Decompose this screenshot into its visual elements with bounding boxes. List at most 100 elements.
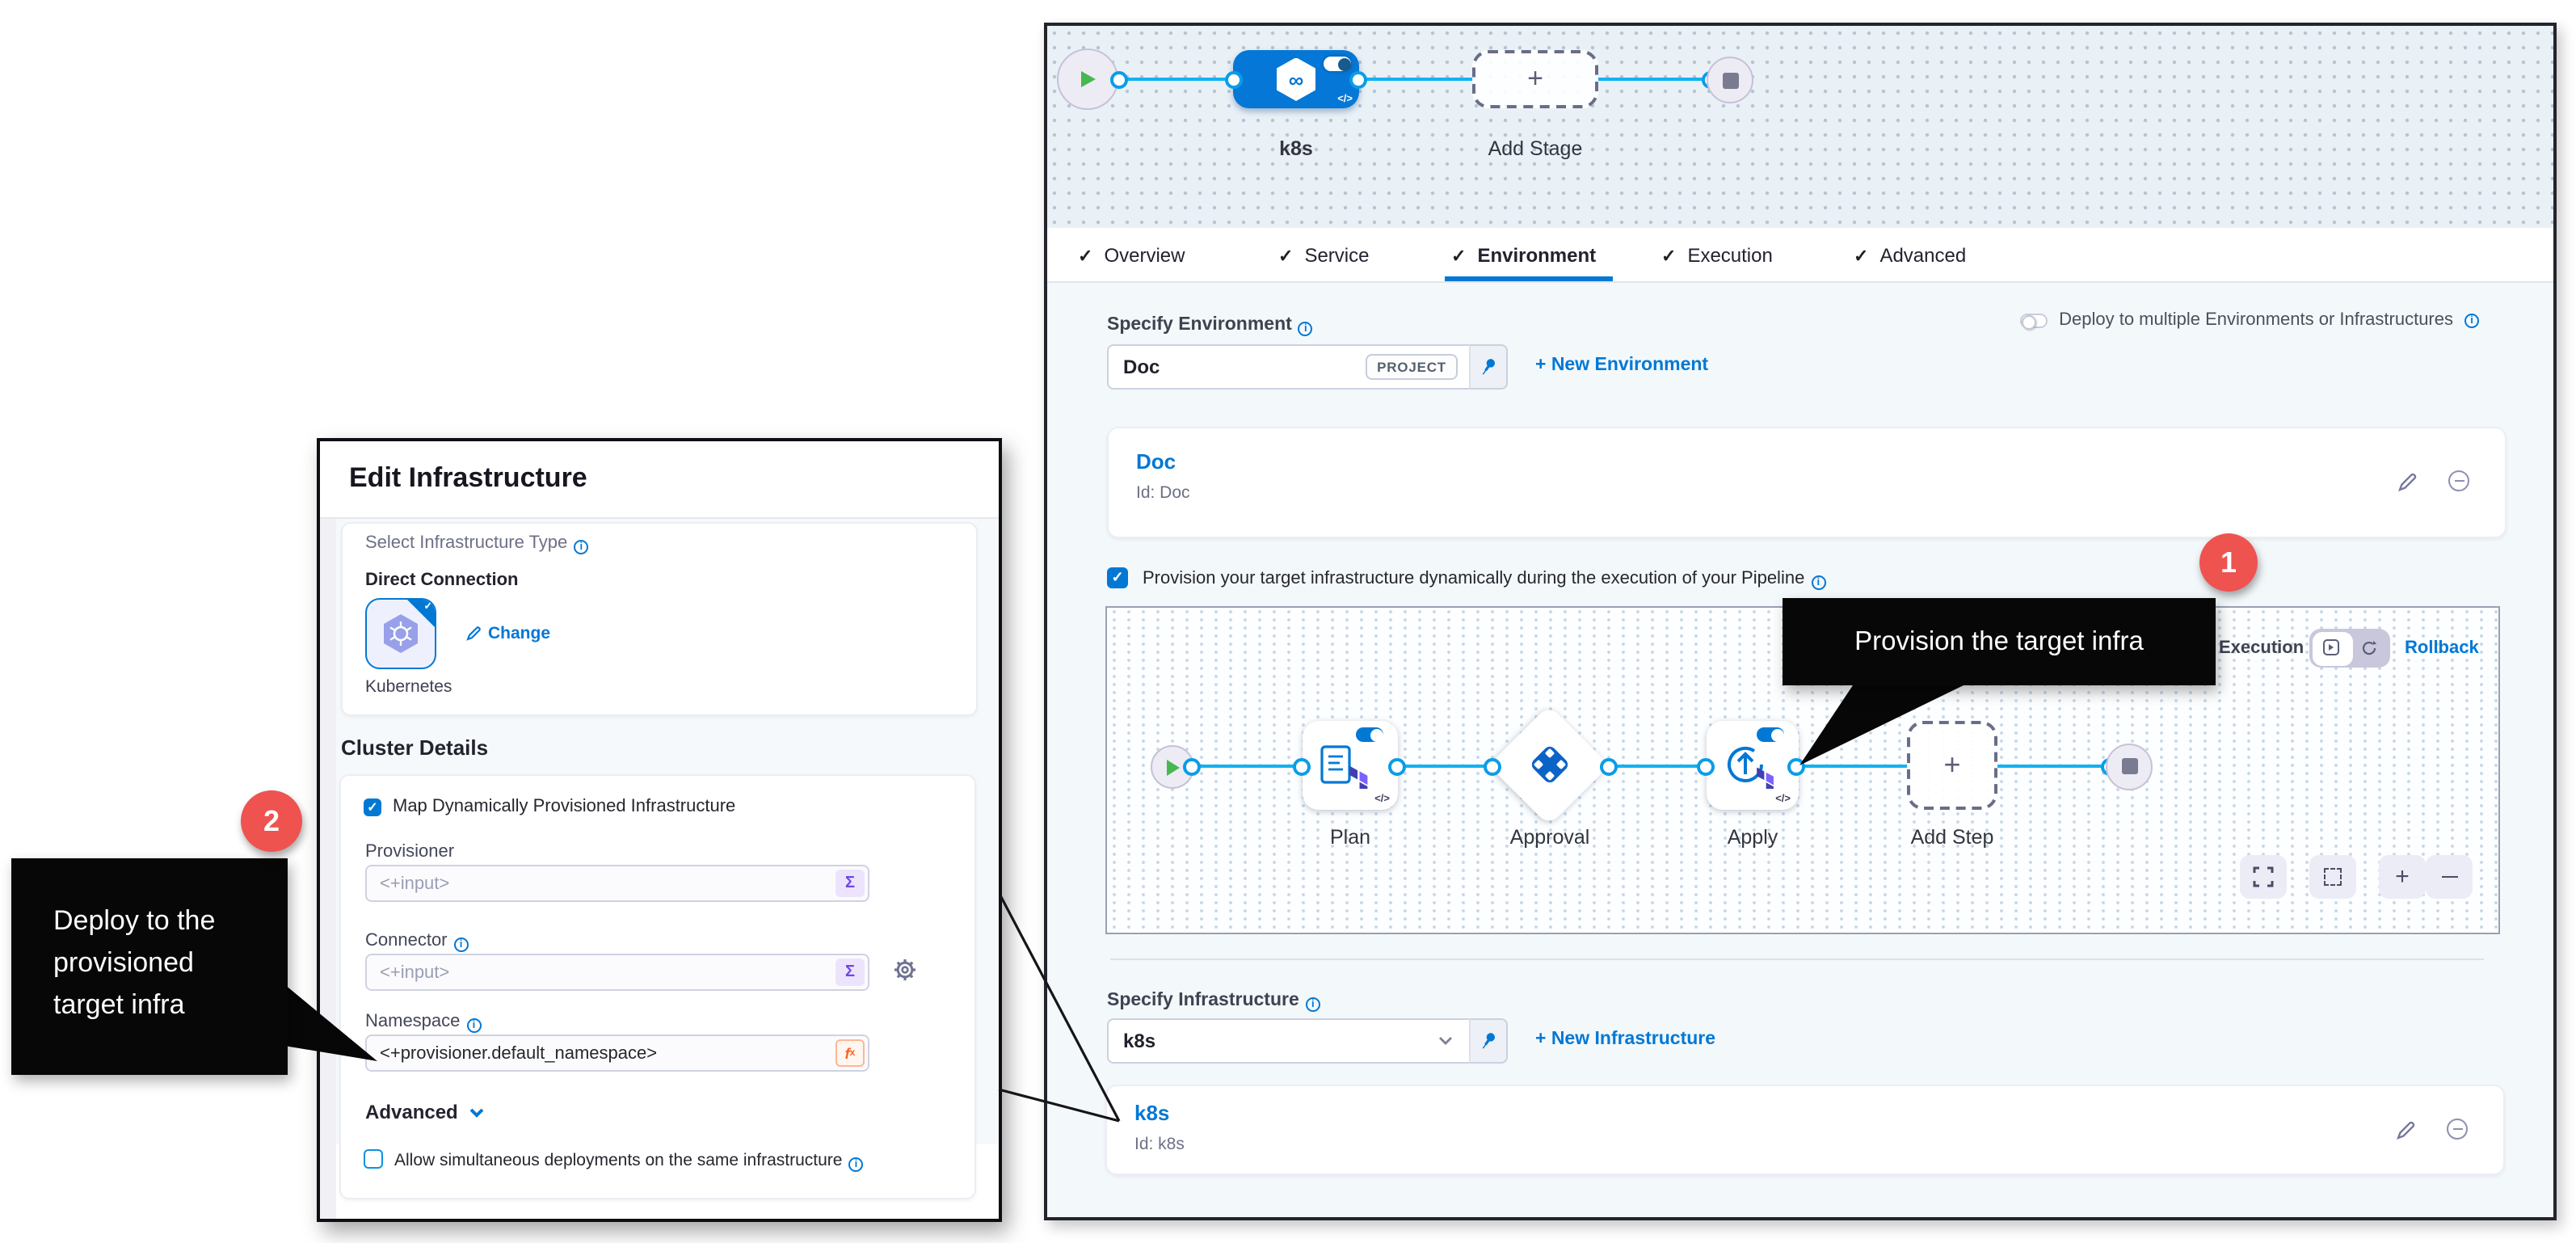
namespace-input[interactable]: <+provisioner.default_namespace> — [365, 1034, 869, 1072]
provisioner-execution-graph[interactable]: Execution Rollback — [1105, 606, 2500, 934]
gear-icon[interactable] — [894, 959, 916, 981]
port-icon[interactable] — [1110, 70, 1128, 88]
step-toggle[interactable] — [1356, 727, 1383, 742]
map-dynamic-infra-checkbox[interactable] — [364, 798, 381, 816]
info-icon[interactable] — [1811, 575, 1826, 590]
port-icon[interactable] — [1349, 70, 1367, 88]
environment-tab-content: Specify Environment Deploy to multiple E… — [1047, 283, 2553, 1217]
multi-env-toggle-label: Deploy to multiple Environments or Infra… — [2059, 310, 2453, 330]
change-infra-type-button[interactable]: Change — [465, 624, 550, 643]
direct-connection-label: Direct Connection — [365, 571, 519, 590]
info-icon[interactable] — [1298, 322, 1313, 336]
namespace-value: <+provisioner.default_namespace> — [380, 1043, 658, 1063]
info-icon[interactable] — [574, 540, 589, 554]
rollback-label[interactable]: Rollback — [2405, 638, 2479, 658]
pipeline-end-node[interactable] — [1707, 57, 1753, 103]
stop-icon — [1722, 72, 1738, 88]
new-environment-button[interactable]: + New Environment — [1535, 356, 1709, 375]
tab-label: Advanced — [1879, 243, 1967, 266]
stage-toggle[interactable] — [1324, 57, 1351, 71]
plus-icon — [2395, 863, 2410, 891]
provisioner-input[interactable]: <+input> — [365, 865, 869, 902]
multi-env-toggle[interactable] — [2020, 313, 2048, 329]
dialog-scrollbar-gutter[interactable] — [320, 519, 336, 1219]
tab-environment[interactable]: Environment — [1451, 228, 1596, 281]
port-icon[interactable] — [1388, 757, 1406, 775]
check-icon — [423, 600, 433, 613]
step-node-plan[interactable] — [1303, 721, 1398, 810]
tab-advanced[interactable]: Advanced — [1854, 228, 1966, 281]
infrastructure-select[interactable]: k8s — [1107, 1018, 1471, 1064]
step-label[interactable]: Plan — [1329, 826, 1371, 849]
new-infrastructure-button[interactable]: + New Infrastructure — [1535, 1030, 1716, 1049]
step-connector-line — [1396, 765, 1493, 768]
zoom-in-button[interactable] — [2379, 855, 2426, 899]
add-stage-button[interactable] — [1472, 50, 1598, 108]
connector-input[interactable]: <+input> — [365, 954, 869, 991]
allow-simultaneous-checkbox[interactable] — [364, 1149, 383, 1169]
pipeline-start-node[interactable] — [1057, 48, 1118, 110]
environment-select[interactable]: Doc PROJECT — [1107, 344, 1471, 390]
info-icon[interactable] — [848, 1157, 864, 1172]
kubernetes-tile[interactable] — [365, 598, 436, 669]
step-toggle[interactable] — [1757, 727, 1784, 742]
tab-overview[interactable]: Overview — [1078, 228, 1185, 281]
dialog-header: Edit Infrastructure — [320, 441, 999, 519]
connector-value: <+input> — [380, 963, 450, 982]
port-icon[interactable] — [1293, 757, 1311, 775]
step-label[interactable]: Approval — [1509, 826, 1590, 849]
connector-label: Connector — [365, 931, 469, 952]
port-icon[interactable] — [1787, 757, 1805, 775]
add-step-button[interactable] — [1907, 721, 1997, 810]
info-icon[interactable] — [1305, 997, 1320, 1012]
port-icon[interactable] — [1697, 757, 1715, 775]
tab-label: Overview — [1104, 243, 1185, 266]
remove-environment-button[interactable] — [2448, 470, 2469, 491]
info-icon[interactable] — [2464, 313, 2479, 327]
pin-button[interactable] — [1469, 1018, 1508, 1064]
zoom-fit-button[interactable] — [2240, 855, 2287, 899]
runtime-input-icon[interactable] — [836, 870, 865, 897]
edit-infrastructure-button[interactable] — [2395, 1120, 2416, 1149]
execution-steps-icon — [2323, 639, 2339, 655]
approval-icon — [1531, 746, 1568, 783]
port-icon[interactable] — [1484, 757, 1501, 775]
zoom-out-button[interactable] — [2426, 855, 2473, 899]
info-icon[interactable] — [466, 1018, 482, 1033]
section-divider — [1110, 959, 2484, 960]
plus-icon — [1527, 63, 1543, 95]
map-dynamic-infra-label: Map Dynamically Provisioned Infrastructu… — [393, 797, 736, 816]
port-icon[interactable] — [1600, 757, 1618, 775]
tab-service[interactable]: Service — [1278, 228, 1369, 281]
add-step-label[interactable]: Add Step — [1910, 826, 1994, 849]
step-1-badge: 1 — [2199, 533, 2258, 592]
tab-execution[interactable]: Execution — [1661, 228, 1772, 281]
stage-node-k8s[interactable] — [1233, 50, 1359, 108]
provision-dynamically-checkbox[interactable] — [1107, 567, 1128, 588]
check-icon — [1451, 243, 1466, 266]
marquee-icon — [2324, 868, 2342, 886]
pencil-icon — [2396, 1121, 2415, 1140]
remove-infrastructure-button[interactable] — [2447, 1119, 2468, 1140]
environment-card-name[interactable]: Doc — [1136, 449, 1176, 474]
left-callout-text: provisioned — [53, 947, 194, 978]
pin-button[interactable] — [1469, 344, 1508, 390]
edit-environment-button[interactable] — [2397, 472, 2418, 501]
stage-graph-canvas[interactable]: k8s Add Stage — [1047, 26, 2553, 228]
step-label[interactable]: Apply — [1727, 826, 1778, 849]
step-node-apply[interactable] — [1707, 721, 1799, 810]
advanced-section-toggle[interactable]: Advanced — [365, 1101, 486, 1123]
expression-icon[interactable] — [836, 1039, 865, 1067]
infrastructure-card-name[interactable]: k8s — [1134, 1101, 1170, 1125]
execution-rollback-toggle[interactable] — [2309, 629, 2390, 668]
port-icon[interactable] — [1225, 70, 1243, 88]
port-icon[interactable] — [1183, 757, 1201, 775]
stage-label[interactable]: k8s — [1279, 137, 1313, 160]
zoom-selection-button[interactable] — [2309, 855, 2356, 899]
runtime-input-icon[interactable] — [836, 959, 865, 986]
execution-end-node[interactable] — [2106, 743, 2153, 790]
info-icon[interactable] — [453, 938, 469, 952]
stage-tabbar: Overview Service Environment Execution A… — [1047, 228, 2553, 283]
add-stage-label[interactable]: Add Stage — [1488, 137, 1583, 160]
provisioner-value: <+input> — [380, 874, 450, 893]
